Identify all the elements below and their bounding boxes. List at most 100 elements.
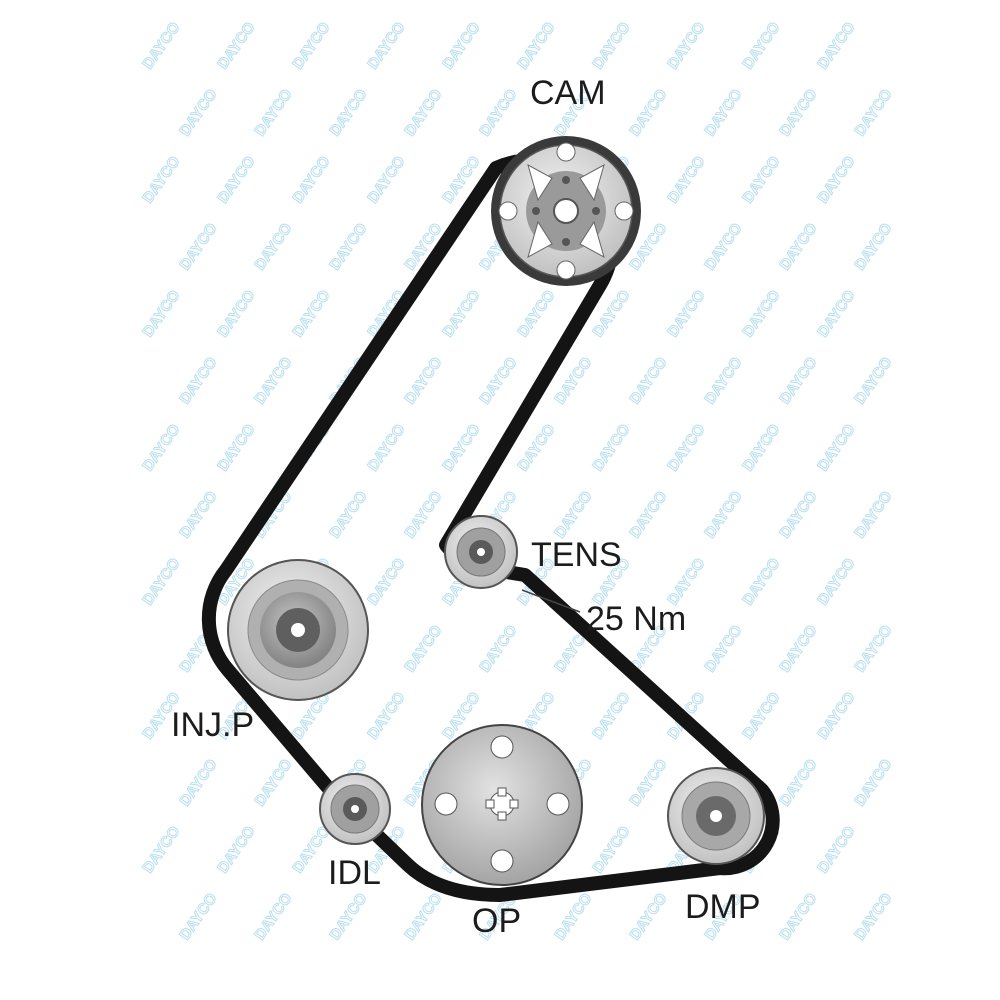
watermark-text: DAYCO: [701, 86, 745, 139]
watermark-text: DAYCO: [251, 890, 295, 943]
watermark-text: DAYCO: [476, 622, 520, 675]
idl-label: IDL: [328, 854, 381, 892]
watermark-text: DAYCO: [326, 488, 370, 541]
watermark-text: DAYCO: [364, 19, 408, 72]
watermark-text: DAYCO: [401, 488, 445, 541]
watermark-text: DAYCO: [514, 19, 558, 72]
injp-label: INJ.P: [171, 706, 254, 744]
watermark-text: DAYCO: [626, 488, 670, 541]
watermark-text: DAYCO: [139, 153, 183, 206]
watermark-text: DAYCO: [814, 555, 858, 608]
watermark-text: DAYCO: [326, 86, 370, 139]
watermark-text: DAYCO: [776, 86, 820, 139]
dmp-label: DMP: [685, 888, 761, 926]
watermark-text: DAYCO: [401, 354, 445, 407]
watermark-text: DAYCO: [626, 354, 670, 407]
watermark-text: DAYCO: [476, 354, 520, 407]
watermark-text: DAYCO: [776, 354, 820, 407]
watermark-text: DAYCO: [851, 86, 895, 139]
watermark-text: DAYCO: [664, 19, 708, 72]
watermark-text: DAYCO: [664, 421, 708, 474]
watermark-text: DAYCO: [176, 890, 220, 943]
watermark-text: DAYCO: [589, 689, 633, 742]
watermark-text: DAYCO: [776, 890, 820, 943]
watermark-text: DAYCO: [701, 622, 745, 675]
watermark-text: DAYCO: [326, 220, 370, 273]
watermark-text: DAYCO: [551, 488, 595, 541]
watermark-text: DAYCO: [589, 421, 633, 474]
watermark-text: DAYCO: [739, 153, 783, 206]
watermark-text: DAYCO: [664, 287, 708, 340]
watermark-text: DAYCO: [176, 220, 220, 273]
watermark-text: DAYCO: [476, 86, 520, 139]
watermark-text: DAYCO: [851, 622, 895, 675]
watermark-text: DAYCO: [814, 287, 858, 340]
watermark-text: DAYCO: [289, 287, 333, 340]
watermark-text: DAYCO: [626, 756, 670, 809]
watermark-text: DAYCO: [439, 19, 483, 72]
injection-pump-pulley: [227, 559, 369, 701]
op-label: OP: [472, 902, 521, 940]
watermark-text: DAYCO: [626, 86, 670, 139]
watermark-text: DAYCO: [401, 890, 445, 943]
watermark-text: DAYCO: [551, 890, 595, 943]
idler-pulley: [319, 773, 391, 845]
watermark-text: DAYCO: [214, 421, 258, 474]
watermark-text: DAYCO: [289, 153, 333, 206]
watermark-text: DAYCO: [776, 756, 820, 809]
watermark-text: DAYCO: [176, 756, 220, 809]
watermark-text: DAYCO: [139, 555, 183, 608]
watermark-text: DAYCO: [814, 19, 858, 72]
watermark-text: DAYCO: [364, 555, 408, 608]
watermark-text: DAYCO: [814, 689, 858, 742]
watermark-text: DAYCO: [739, 19, 783, 72]
watermark-text: DAYCO: [214, 19, 258, 72]
tens-label: TENS: [531, 536, 622, 574]
watermark-text: DAYCO: [214, 153, 258, 206]
watermark-text: DAYCO: [139, 287, 183, 340]
watermark-text: DAYCO: [851, 756, 895, 809]
watermark-text: DAYCO: [289, 19, 333, 72]
watermark-text: DAYCO: [439, 287, 483, 340]
watermark-text: DAYCO: [776, 622, 820, 675]
watermark-text: DAYCO: [776, 488, 820, 541]
watermark-text: DAYCO: [739, 421, 783, 474]
watermark-text: DAYCO: [214, 823, 258, 876]
watermark-text: DAYCO: [814, 153, 858, 206]
watermark-text: DAYCO: [251, 756, 295, 809]
oil-pump-pulley: [421, 724, 583, 886]
watermark-text: DAYCO: [251, 354, 295, 407]
cam-pulley: [491, 136, 641, 286]
cam-label: CAM: [530, 74, 606, 112]
watermark-text: DAYCO: [401, 86, 445, 139]
watermark-text: DAYCO: [701, 488, 745, 541]
damper-pulley: [667, 767, 765, 865]
watermark-text: DAYCO: [251, 86, 295, 139]
watermark-text: DAYCO: [664, 153, 708, 206]
watermark-text: DAYCO: [739, 287, 783, 340]
watermark-text: DAYCO: [739, 555, 783, 608]
watermark-text: DAYCO: [176, 86, 220, 139]
watermark-text: DAYCO: [439, 421, 483, 474]
watermark-text: DAYCO: [851, 354, 895, 407]
watermark-text: DAYCO: [851, 488, 895, 541]
watermark-text: DAYCO: [814, 421, 858, 474]
watermark-text: DAYCO: [739, 689, 783, 742]
torque-label: 25 Nm: [586, 600, 686, 638]
watermark-text: DAYCO: [401, 622, 445, 675]
watermark-text: DAYCO: [364, 421, 408, 474]
watermark-text: DAYCO: [851, 220, 895, 273]
watermark-text: DAYCO: [214, 287, 258, 340]
watermark-text: DAYCO: [139, 19, 183, 72]
tensioner-pulley: [444, 515, 518, 589]
watermark-text: DAYCO: [364, 153, 408, 206]
watermark-text: DAYCO: [701, 354, 745, 407]
watermark-text: DAYCO: [139, 421, 183, 474]
watermark-text: DAYCO: [851, 890, 895, 943]
watermark-text: DAYCO: [176, 354, 220, 407]
watermark-text: DAYCO: [139, 823, 183, 876]
watermark-text: DAYCO: [589, 823, 633, 876]
watermark-text: DAYCO: [176, 488, 220, 541]
